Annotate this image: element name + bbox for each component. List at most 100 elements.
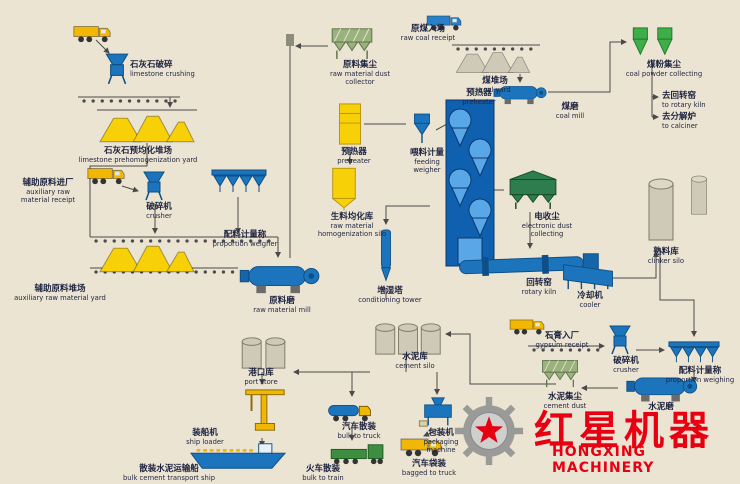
label-cn: 装船机 (192, 428, 218, 438)
silo-group-icon (238, 334, 290, 370)
label-cn: 增湿塔 (377, 286, 403, 296)
cooler-icon (560, 260, 616, 292)
label-cn: 煤磨 (561, 102, 579, 112)
label-en: raw material homogenization silo (317, 222, 387, 239)
label-cn: 熟料库 (653, 247, 679, 257)
stockpile-icon (98, 110, 196, 144)
label-en: coal powder collecting (625, 70, 703, 79)
cyclone-collector-icon (628, 26, 680, 58)
label-cn: 破碎机 (613, 356, 639, 366)
label-en: gypsum receipt (535, 341, 589, 350)
label-en: limestone prehomogenization yard (78, 156, 198, 165)
label-en: crusher (146, 212, 172, 221)
label-en: raw material dust collector (329, 70, 391, 87)
label-en: limestone crushing (130, 70, 195, 79)
stockpile-icon (452, 48, 534, 74)
label-cn: 冷却机 (577, 291, 603, 301)
gear-star-logo-icon (452, 396, 526, 466)
label-cn: 石灰石破碎 (130, 60, 173, 70)
label-en: packaging machine (423, 438, 459, 455)
label-cn: 生料均化库 (330, 212, 374, 222)
preheater-tower-icon (430, 98, 510, 270)
label-cn: 煤粉集尘 (646, 60, 681, 70)
label-cn: 原料磨 (269, 296, 295, 306)
label-cn: 破碎机 (146, 202, 172, 212)
label-en: raw material mill (253, 306, 311, 315)
label-en: ship loader (186, 438, 224, 447)
label-en: proportion weighing (665, 376, 735, 385)
label-cn: 辅助原料进厂 (22, 178, 74, 188)
label-en: to rotary kiln (662, 101, 706, 110)
label-cn: 水泥磨 (648, 402, 674, 412)
label-cn: 配料计量称 (223, 230, 267, 240)
label-en: bulk to truck (337, 432, 381, 441)
label-en: coal mill (555, 112, 585, 121)
label-cn: 水泥集尘 (547, 392, 582, 402)
gray-silo-icon (644, 176, 678, 246)
label-en: rotary kiln (521, 288, 557, 297)
label-cn: 原煤入场 (410, 24, 445, 34)
yellow-silo-icon (328, 166, 360, 212)
truck-icon (86, 162, 126, 186)
train-icon (328, 442, 388, 466)
label-cn: 石膏入厂 (544, 331, 579, 341)
crusher-icon (140, 170, 168, 202)
label-en: to calciner (662, 122, 698, 131)
label-en: crusher (613, 366, 639, 375)
label-en: auxiliary raw material yard (14, 294, 106, 303)
label-cn: 喂料计量 (409, 148, 444, 158)
silo-group-icon (372, 320, 444, 356)
label-cn: 火车散装 (305, 464, 340, 474)
crusher-icon (606, 324, 634, 356)
crane-icon (240, 386, 288, 436)
label-cn: 配料计量称 (678, 366, 722, 376)
label-cn: 去分解炉 (662, 112, 697, 122)
label-cn: 水泥库 (402, 352, 428, 362)
label-en: clinker silo (647, 257, 685, 266)
elevator-icon (688, 174, 710, 218)
label-en: auxiliary raw material receipt (20, 188, 76, 205)
label-en: feeding weigher (413, 158, 441, 175)
label-cn: 辅助原料堆场 (34, 284, 86, 294)
label-en: raw coal receipt (400, 34, 456, 43)
label-cn: 电收尘 (534, 212, 560, 222)
label-en: port store (244, 378, 278, 387)
label-en: bulk to train (302, 474, 344, 483)
label-en: cement dust (543, 402, 587, 411)
label-en: bulk cement transport ship (122, 474, 216, 483)
label-cn: 原料集尘 (342, 60, 377, 70)
label-en: cooler (579, 301, 601, 310)
label-en: cement silo (395, 362, 435, 371)
yellow-tower-icon (336, 102, 364, 146)
node-cement-mill: 水泥磨 (636, 402, 686, 412)
label-en: proportion weigher (212, 240, 278, 249)
crusher-icon (102, 52, 132, 86)
label-cn: 预热器 (466, 88, 492, 98)
hopper-row-icon (666, 340, 722, 366)
